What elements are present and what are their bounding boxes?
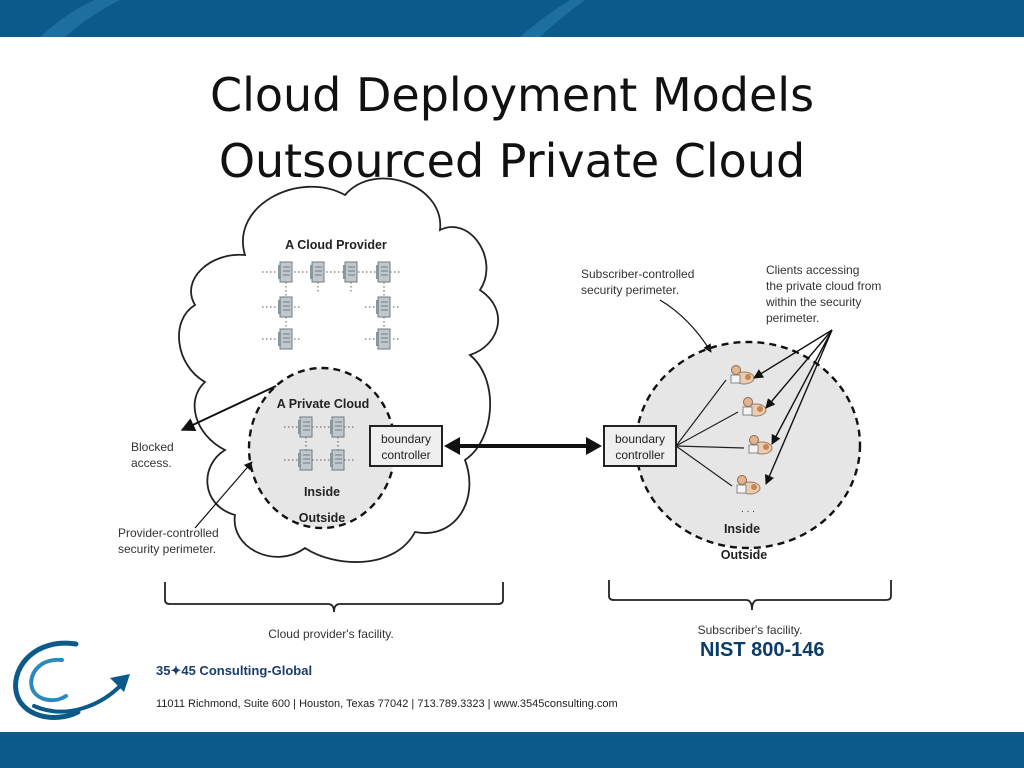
banner-swoosh-decoration (40, 0, 585, 37)
subscriber-perimeter-line2: security perimeter. (581, 283, 679, 297)
blocked-access-line2: access. (131, 456, 172, 470)
blocked-access-line1: Blocked (131, 440, 174, 454)
boundary-controller-left (369, 425, 443, 467)
boundary-controller-left-line1: boundary (381, 432, 431, 446)
subscriber-perimeter-arrow (659, 299, 712, 353)
private-cloud-label: A Private Cloud (277, 397, 370, 411)
clients-ellipsis: . . . (741, 504, 755, 515)
clients-accessing-line2: the private cloud from (766, 279, 881, 293)
clients-accessing-line1: Clients accessing (766, 263, 859, 277)
top-banner (0, 0, 1024, 37)
inside-right-label: Inside (724, 522, 760, 536)
clients-annotation-arrows (753, 329, 833, 485)
secure-link-arrow (444, 437, 602, 455)
clients-accessing-line3: within the security (765, 295, 861, 309)
company-logo-swirl-icon (13, 640, 130, 720)
title-line-1: Cloud Deployment Models (209, 68, 815, 122)
subscriber-perimeter-line1: Subscriber-controlled (581, 267, 694, 281)
provider-perimeter-arrow (194, 461, 253, 529)
subscriber-facility-label: Subscriber's facility. (698, 623, 803, 637)
subscriber-facility-brace (608, 580, 892, 611)
boundary-controller-right-line2: controller (615, 448, 664, 462)
boundary-controller-right (603, 425, 677, 467)
provider-perimeter-line2: security perimeter. (118, 542, 216, 556)
boundary-controller-left-line2: controller (381, 448, 430, 462)
slide-title: Cloud Deployment Models Outsourced Priva… (0, 62, 1024, 194)
provider-label: A Cloud Provider (285, 238, 387, 252)
company-address: 11011 Richmond, Suite 600 | Houston, Tex… (156, 698, 618, 710)
provider-facility-label: Cloud provider's facility. (268, 627, 393, 641)
provider-perimeter-line1: Provider-controlled (118, 526, 219, 540)
blocked-access-arrow (180, 385, 277, 431)
outside-right-label: Outside (721, 548, 768, 562)
title-line-2: Outsourced Private Cloud (218, 134, 806, 188)
inside-left-label: Inside (304, 485, 340, 499)
controller-client-links (675, 379, 745, 487)
outside-left-label: Outside (299, 511, 346, 525)
provider-facility-brace (164, 582, 504, 613)
source-citation: NIST 800-146 (700, 640, 825, 660)
company-name: 35✦45 Consulting-Global (156, 663, 313, 678)
boundary-controller-right-line1: boundary (615, 432, 665, 446)
bottom-banner (0, 732, 1024, 768)
clients-accessing-line4: perimeter. (766, 311, 819, 325)
